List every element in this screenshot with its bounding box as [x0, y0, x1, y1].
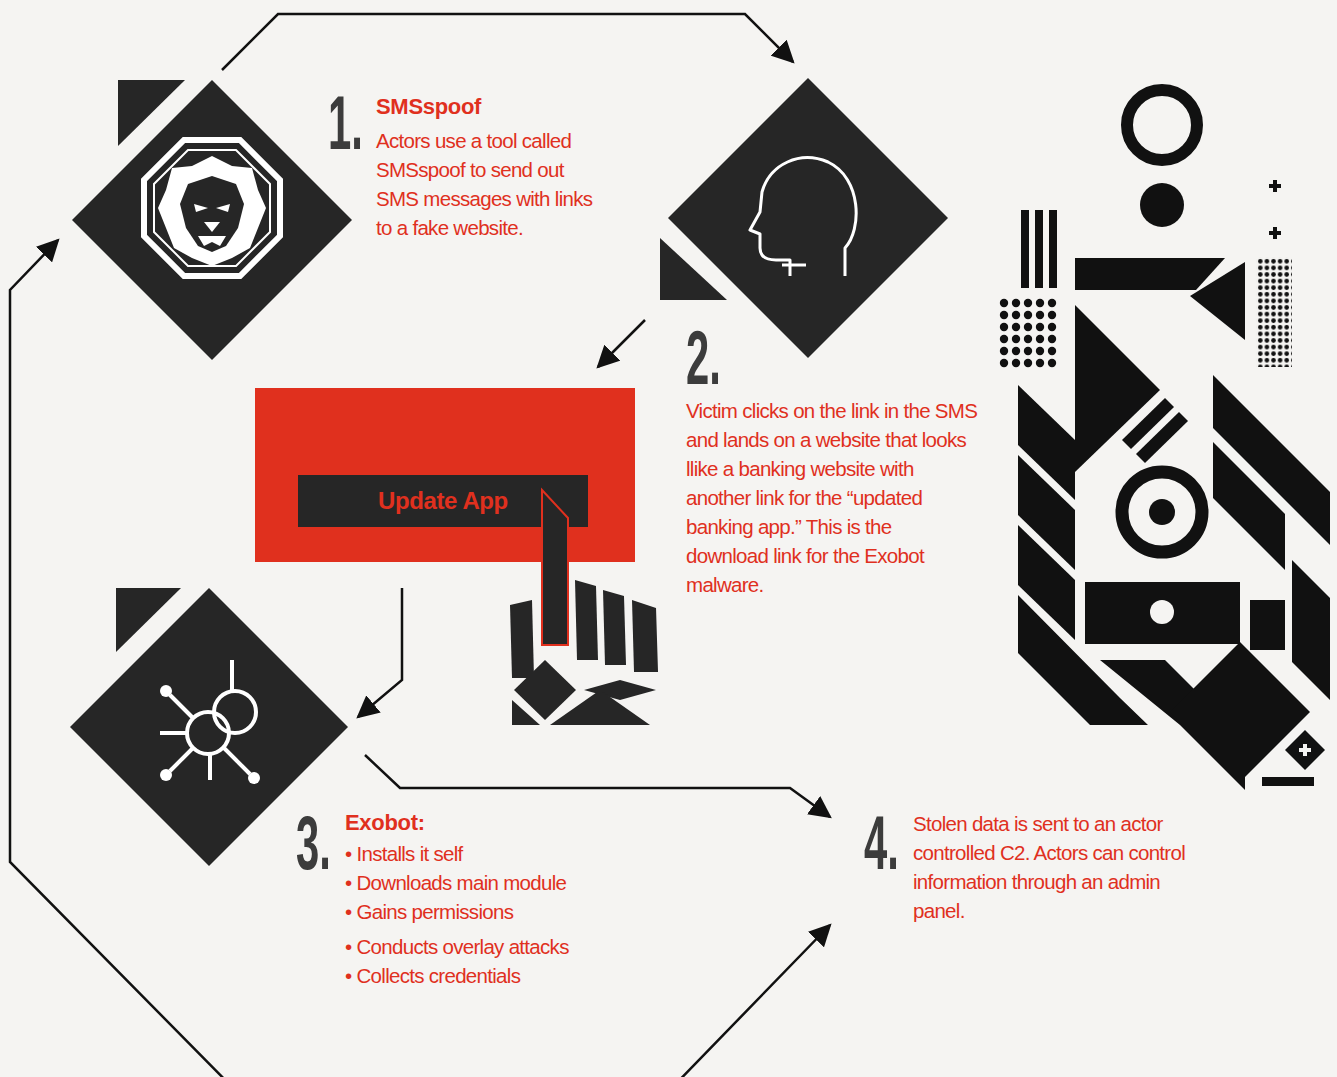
step-text: • Gains permissions: [345, 897, 645, 926]
diamond-shape: [668, 78, 948, 358]
step-text: • Collects credentials: [345, 961, 645, 990]
step-heading: Exobot:: [345, 808, 645, 837]
step-text: Actors use a tool called SMSspoof to sen…: [376, 126, 608, 242]
step-text: • Downloads main module: [345, 868, 645, 897]
step-diamond: Victim clicks on the link in the SMS and…: [668, 78, 948, 358]
website-panel: Update App: [255, 388, 635, 562]
flow-arrow: [10, 240, 830, 1077]
callout-number: 1.: [328, 85, 363, 161]
step-text: • Installs it self: [345, 839, 645, 868]
step-heading: SMSspoof: [376, 92, 636, 121]
step-text: Stolen data is sent to an actor controll…: [913, 809, 1211, 925]
step-text: • Conducts overlay attacks: [345, 932, 645, 961]
step-text: Stolen data is sent to an actor controll…: [913, 809, 1211, 925]
step-diamond: SMSspoofActors use a tool called SMSspoo…: [72, 80, 352, 360]
step-text: Victim clicks on the link in the SMS and…: [686, 396, 978, 599]
flow-arrow: [358, 588, 402, 717]
flow-arrow: [365, 755, 830, 817]
phone-illustration: [997, 90, 1330, 790]
diamond-shape: [72, 80, 352, 360]
callout-number: 2.: [686, 320, 721, 396]
step-text: Update App: [378, 487, 508, 515]
flow-arrow: [598, 320, 645, 367]
callout-number: 4.: [864, 805, 899, 881]
update-button: Update App: [298, 475, 588, 527]
flow-arrow: [222, 14, 793, 70]
callout-number: 3.: [296, 805, 331, 881]
